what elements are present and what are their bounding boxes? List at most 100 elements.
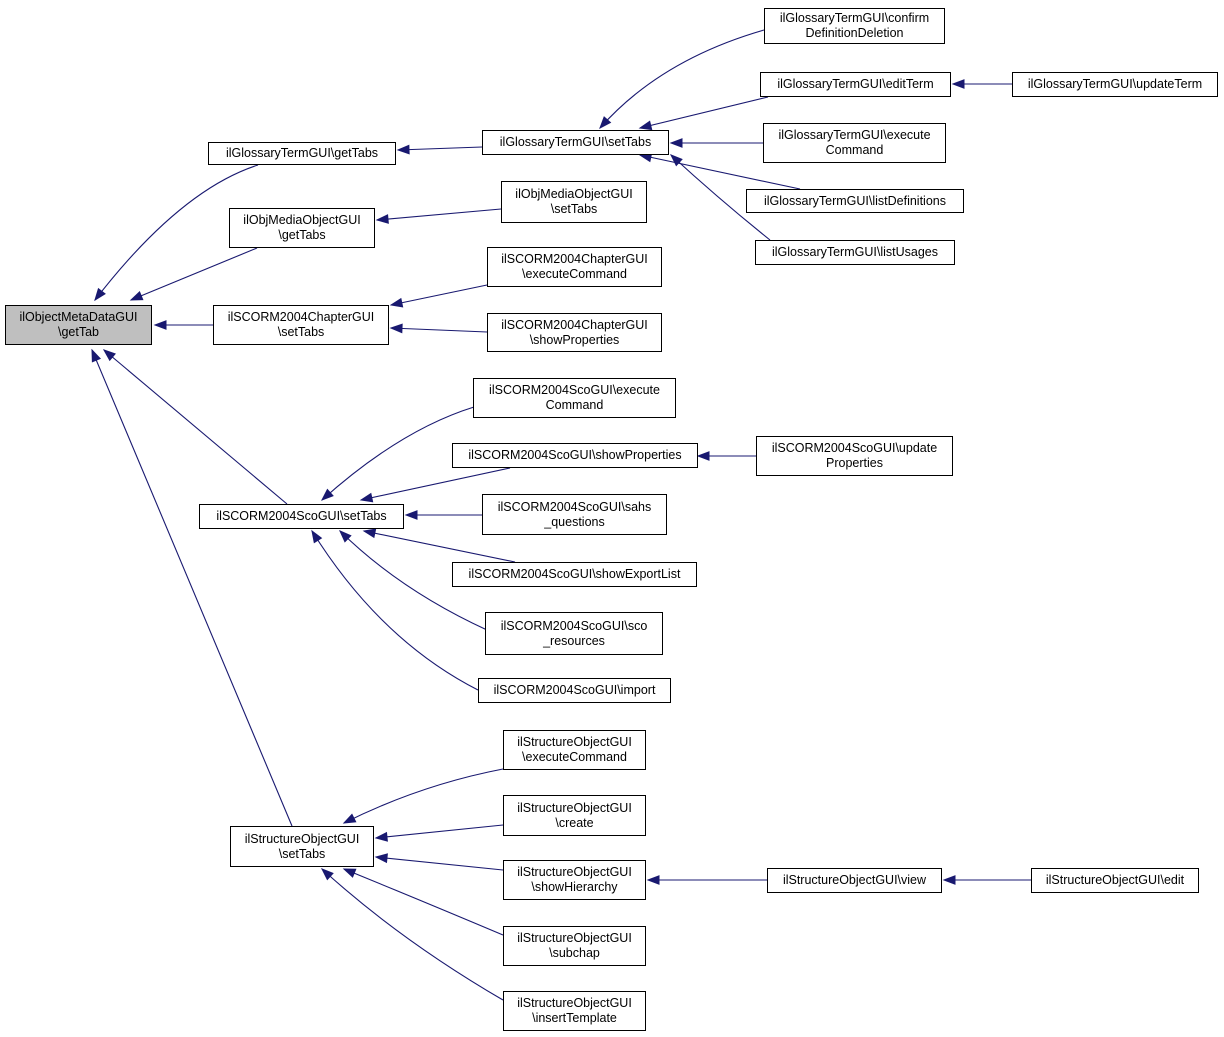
node-label-line: ilGlossaryTermGUI\confirm — [779, 11, 930, 25]
node-label-line: ilGlossaryTermGUI\listDefinitions — [764, 193, 946, 208]
call-edge-sco_setTabs-to-root — [102, 349, 288, 505]
function-node-ch-setTabs[interactable]: ilSCORM2004ChapterGUI\setTabs — [213, 305, 389, 345]
function-node-sco-res[interactable]: ilSCORM2004ScoGUI\sco_resources — [485, 612, 663, 655]
node-label-line: \getTab — [57, 325, 99, 339]
node-label-line: ilSCORM2004ScoGUI\showProperties — [468, 448, 682, 462]
function-node-gt-updateTerm[interactable]: ilGlossaryTermGUI\updateTerm — [1012, 72, 1218, 97]
node-label-line: ilSCORM2004ChapterGUI — [501, 252, 648, 266]
node-label-line: ilGlossaryTermGUI\setTabs — [499, 135, 652, 149]
node-label-line: ilStructureObjectGUI — [517, 931, 632, 945]
node-label-line: DefinitionDeletion — [805, 26, 904, 40]
function-node-gt-setTabs[interactable]: ilGlossaryTermGUI\setTabs — [482, 130, 669, 155]
node-label-line: ilGlossaryTermGUI\getTabs — [225, 146, 379, 160]
node-label-line: ilStructureObjectGUI\view — [782, 873, 927, 887]
node-label-line: Properties — [826, 456, 883, 470]
node-label-line: ilStructureObjectGUI — [517, 865, 632, 879]
function-node-gt-getTabs[interactable]: ilGlossaryTermGUI\getTabs — [208, 142, 396, 165]
call-edge-gt_execute-to-gt_setTabs — [669, 138, 763, 148]
call-edge-gt_setTabs-to-gt_getTabs — [396, 144, 483, 155]
node-label-line: \setTabs — [550, 202, 598, 216]
node-label-line: \getTabs — [278, 228, 326, 242]
call-edge-sco_import-to-sco_setTabs — [311, 529, 479, 691]
function-node-root: ilObjectMetaDataGUI\getTab — [5, 305, 152, 345]
node-label-line: ilGlossaryTermGUI\editTerm — [777, 77, 934, 91]
call-edge-sco_execute-to-sco_setTabs — [320, 406, 475, 501]
node-label-line: ilObjectMetaDataGUI — [19, 310, 138, 324]
node-label-line: ilSCORM2004ScoGUI\setTabs — [216, 509, 387, 523]
function-node-so-execute[interactable]: ilStructureObjectGUI\executeCommand — [503, 730, 646, 770]
node-label-line: \insertTemplate — [532, 1011, 617, 1025]
call-edge-mo_getTabs-to-root — [129, 247, 258, 301]
function-node-mo-setTabs[interactable]: ilObjMediaObjectGUI\setTabs — [501, 181, 647, 223]
call-edge-sco_res-to-sco_setTabs — [339, 530, 488, 631]
call-edge-ch_execute-to-ch_setTabs — [389, 284, 488, 308]
node-label-line: ilSCORM2004ChapterGUI — [501, 317, 648, 332]
call-edge-sco_showProps-to-sco_setTabs — [359, 467, 511, 503]
node-label-line: ilStructureObjectGUI — [517, 800, 632, 815]
function-node-sco-setTabs[interactable]: ilSCORM2004ScoGUI\setTabs — [199, 504, 404, 529]
node-label-line: \setTabs — [278, 846, 326, 861]
node-label-line: ilStructureObjectGUI — [244, 831, 360, 846]
call-edge-mo_setTabs-to-mo_getTabs — [375, 208, 502, 224]
function-node-so-showHier[interactable]: ilStructureObjectGUI\showHierarchy — [503, 860, 646, 900]
call-edge-sco_export-to-sco_setTabs — [362, 528, 516, 563]
node-label-line: ilStructureObjectGUI — [517, 996, 632, 1010]
node-label-line: ilGlossaryTermGUI\listUsages — [771, 245, 938, 259]
call-edge-so_create-to-so_setTabs — [374, 824, 504, 842]
function-node-gt-editTerm[interactable]: ilGlossaryTermGUI\editTerm — [760, 72, 951, 97]
call-edge-so_subchap-to-so_setTabs — [342, 868, 504, 936]
node-label-line: \showHierarchy — [531, 880, 618, 894]
node-label-line: ilSCORM2004ScoGUI\showExportList — [468, 567, 681, 581]
node-label-line: Command — [825, 143, 884, 157]
node-label-line: \executeCommand — [522, 750, 627, 764]
call-edge-so_showHier-to-so_setTabs — [374, 853, 504, 871]
function-node-so-view[interactable]: ilStructureObjectGUI\view — [767, 868, 942, 893]
node-label-line: ilSCORM2004ScoGUI\execute — [489, 383, 660, 397]
call-edge-gt_listUsages-to-gt_setTabs — [669, 154, 771, 241]
call-edge-gt_confirm-to-gt_setTabs — [599, 29, 765, 130]
function-node-mo-getTabs[interactable]: ilObjMediaObjectGUI\getTabs — [229, 208, 375, 248]
node-label-line: ilSCORM2004ChapterGUI — [227, 310, 375, 324]
node-label-line: ilSCORM2004ScoGUI\sco — [500, 618, 648, 633]
node-label-line: ilObjMediaObjectGUI — [243, 213, 361, 227]
node-label-line: \executeCommand — [522, 267, 627, 281]
call-edge-sco_updateProps-to-sco_showProps — [696, 451, 756, 461]
node-label-line: ilGlossaryTermGUI\execute — [778, 128, 931, 142]
function-node-gt-listDefs[interactable]: ilGlossaryTermGUI\listDefinitions — [746, 189, 964, 213]
function-node-ch-showProps[interactable]: ilSCORM2004ChapterGUI\showProperties — [487, 313, 662, 352]
function-node-sco-showProps[interactable]: ilSCORM2004ScoGUI\showProperties — [452, 443, 698, 468]
call-edge-so_setTabs-to-root — [91, 348, 293, 827]
node-label-line: ilSCORM2004ScoGUI\import — [493, 683, 656, 697]
function-node-sco-import[interactable]: ilSCORM2004ScoGUI\import — [478, 678, 671, 703]
function-node-so-setTabs[interactable]: ilStructureObjectGUI\setTabs — [230, 826, 374, 867]
node-label-line: \create — [555, 815, 594, 830]
node-label-line: \subchap — [549, 946, 600, 960]
node-label-line: \showProperties — [529, 332, 620, 347]
call-edge-ch_showProps-to-ch_setTabs — [389, 323, 488, 334]
function-node-so-subchap[interactable]: ilStructureObjectGUI\subchap — [503, 926, 646, 966]
node-label-line: ilStructureObjectGUI\edit — [1045, 873, 1185, 887]
function-node-so-insert[interactable]: ilStructureObjectGUI\insertTemplate — [503, 991, 646, 1031]
function-node-so-create[interactable]: ilStructureObjectGUI\create — [503, 795, 646, 836]
call-edge-gt_getTabs-to-root — [94, 164, 259, 302]
node-label-line: Command — [545, 398, 604, 412]
call-edge-gt_updateTerm-to-gt_editTerm — [951, 79, 1012, 89]
call-edge-sco_sahs-to-sco_setTabs — [404, 510, 482, 520]
node-label-line: ilSCORM2004ScoGUI\update — [771, 441, 938, 455]
node-label-line: ilGlossaryTermGUI\updateTerm — [1027, 77, 1203, 91]
function-node-sco-export[interactable]: ilSCORM2004ScoGUI\showExportList — [452, 562, 697, 587]
function-node-so-edit[interactable]: ilStructureObjectGUI\edit — [1031, 868, 1199, 893]
call-edge-so_edit-to-so_view — [942, 875, 1031, 885]
node-label-line: ilStructureObjectGUI — [517, 735, 632, 749]
function-node-ch-execute[interactable]: ilSCORM2004ChapterGUI\executeCommand — [487, 247, 662, 287]
node-label-line: _resources — [543, 633, 605, 648]
function-node-gt-listUsages[interactable]: ilGlossaryTermGUI\listUsages — [755, 240, 955, 265]
call-edge-so_view-to-so_showHier — [646, 875, 767, 885]
function-node-sco-sahs[interactable]: ilSCORM2004ScoGUI\sahs_questions — [482, 494, 667, 535]
call-edge-so_execute-to-so_setTabs — [342, 768, 504, 824]
